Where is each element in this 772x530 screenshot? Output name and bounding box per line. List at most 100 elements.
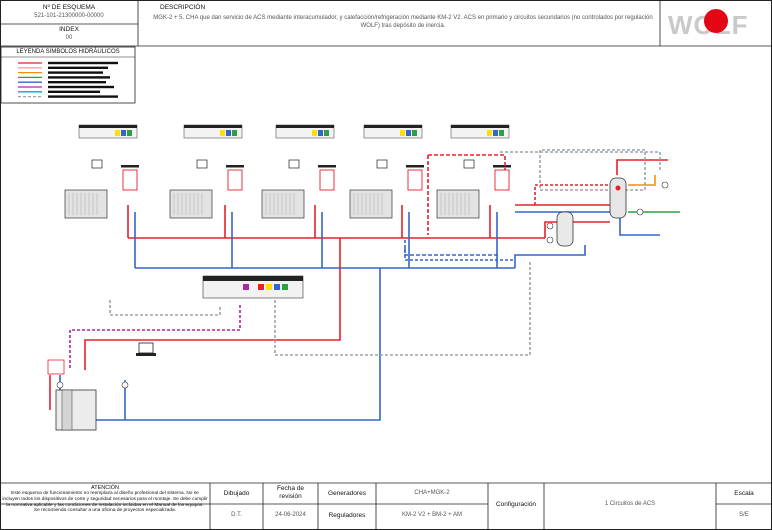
hydro-module-label-bar <box>406 165 424 168</box>
index-cell: INDEX 00 <box>0 24 138 46</box>
hydro-module <box>227 169 243 191</box>
reguladores-label: Reguladores <box>328 512 366 519</box>
footer-grid <box>0 482 772 530</box>
attention-text: Este esquema de funcionamiento no reempl… <box>2 491 208 508</box>
dibujado-cell: Dibujado <box>210 483 263 504</box>
dibujado-label: Dibujado <box>223 490 250 497</box>
regulator-panel <box>202 275 304 299</box>
unit-terminal <box>121 130 126 136</box>
legend-label-bar <box>48 76 110 79</box>
escala-cell: Escala <box>716 483 772 504</box>
unit-terminal <box>499 130 504 136</box>
heat-pump-unit <box>64 124 139 219</box>
generadores-label: Generadores <box>328 490 366 497</box>
hydro-module-label-bar <box>318 165 336 168</box>
heat-pump-unit <box>261 124 336 219</box>
legend-rows <box>18 61 118 98</box>
heat-pump-unit <box>349 124 424 219</box>
hydro-module <box>122 169 138 191</box>
boiler <box>47 359 97 431</box>
unit-control-header <box>79 125 137 128</box>
heat-pump-unit <box>436 124 511 219</box>
index-label: INDEX <box>59 26 79 33</box>
header-grid <box>0 0 772 47</box>
reguladores-value: KM-2 V2 + BM-2 + AM <box>401 512 463 518</box>
legend-label-bar <box>48 90 100 93</box>
unit-terminal <box>220 130 225 136</box>
legend-label-bar <box>48 95 118 98</box>
unit-terminal <box>312 130 317 136</box>
unit-thermostat <box>288 159 300 169</box>
outdoor-unit <box>349 189 393 219</box>
escala-value: S/E <box>739 512 749 518</box>
outdoor-unit <box>261 189 305 219</box>
configuracion-value-cell: 1 Circuitos de ACS <box>544 483 716 530</box>
unit-terminal <box>232 130 237 136</box>
unit-thermostat <box>91 159 103 169</box>
hydro-module-label-bar <box>493 165 511 168</box>
generadores-value: CHA+MGK-2 <box>414 490 450 496</box>
unit-thermostat <box>196 159 208 169</box>
unit-terminal <box>318 130 323 136</box>
heat-pump-units <box>64 124 511 219</box>
legend-label-bar <box>48 71 103 74</box>
attention-note: Se recomienda consultar a una oficina de… <box>33 508 177 514</box>
fecha-value: 24-06-2024 <box>275 512 306 518</box>
fecha-value-cell: 24-06-2024 <box>263 504 318 530</box>
wolf-logo: WOLF <box>662 2 770 44</box>
legend-label-bar <box>48 61 118 65</box>
circulators <box>56 181 669 389</box>
hydro-module-label-bar <box>226 165 244 168</box>
esquema-cell: Nº DE ESQUEMA 521-101-21300000-00000 <box>0 0 138 24</box>
escala-value-cell: S/E <box>716 504 772 530</box>
dhw-cylinder <box>609 177 627 219</box>
unit-terminal <box>324 130 329 136</box>
attention-block: ATENCIÓN Este esquema de funcionamiento … <box>0 484 210 530</box>
index-value: 00 <box>65 35 73 41</box>
unit-terminal <box>406 130 411 136</box>
unit-terminal <box>127 130 132 136</box>
fecha-cell: Fecha de revisión <box>263 483 318 504</box>
legend-label-bar <box>48 85 114 89</box>
descripcion-label: DESCRIPCIÓN <box>160 4 206 11</box>
legend-title: LEYENDA SIMBOLOS HIDRÁULICOS <box>16 49 120 55</box>
configuracion-label: Configuración <box>495 501 537 508</box>
distribution-pipes <box>49 149 680 421</box>
reguladores-cell: Reguladores <box>318 504 376 530</box>
unit-thermostat <box>376 159 388 169</box>
esquema-value: 521-101-21300000-00000 <box>34 13 104 19</box>
unit-terminal <box>226 130 231 136</box>
attention-title: ATENCIÓN <box>90 485 119 491</box>
dibujado-value-cell: D.T. <box>210 504 263 530</box>
escala-label: Escala <box>734 490 754 497</box>
unit-terminal <box>400 130 405 136</box>
unit-terminal <box>115 130 120 136</box>
room-thermostat <box>136 342 156 356</box>
unit-terminal <box>493 130 498 136</box>
hydro-module-label-bar <box>121 165 139 168</box>
unit-control-header <box>451 125 509 128</box>
legend-label-bar <box>48 81 106 84</box>
hydro-module <box>494 169 510 191</box>
unit-thermostat <box>463 159 475 169</box>
unit-control-header <box>364 125 422 128</box>
logo-dot-icon <box>704 9 728 33</box>
heat-pump-unit <box>169 124 244 219</box>
reguladores-value-cell: KM-2 V2 + BM-2 + AM <box>376 504 488 530</box>
descripcion-text: MGK-2 + 5. CHA que dan servicio de ACS m… <box>153 15 653 29</box>
generadores-value-cell: CHA+MGK-2 <box>376 483 488 504</box>
unit-control-header <box>276 125 334 128</box>
outdoor-unit <box>64 189 108 219</box>
unit-terminal <box>412 130 417 136</box>
esquema-label: Nº DE ESQUEMA <box>42 4 96 11</box>
hydro-module <box>407 169 423 191</box>
configuracion-value: 1 Circuitos de ACS <box>604 501 656 507</box>
configuracion-cell: Configuración <box>488 483 544 530</box>
hydro-module <box>319 169 335 191</box>
dibujado-value: D.T. <box>231 512 242 518</box>
fecha-label: Fecha de revisión <box>276 485 305 500</box>
unit-control-header <box>184 125 242 128</box>
buffer-tank <box>556 211 574 247</box>
outdoor-unit <box>436 189 480 219</box>
